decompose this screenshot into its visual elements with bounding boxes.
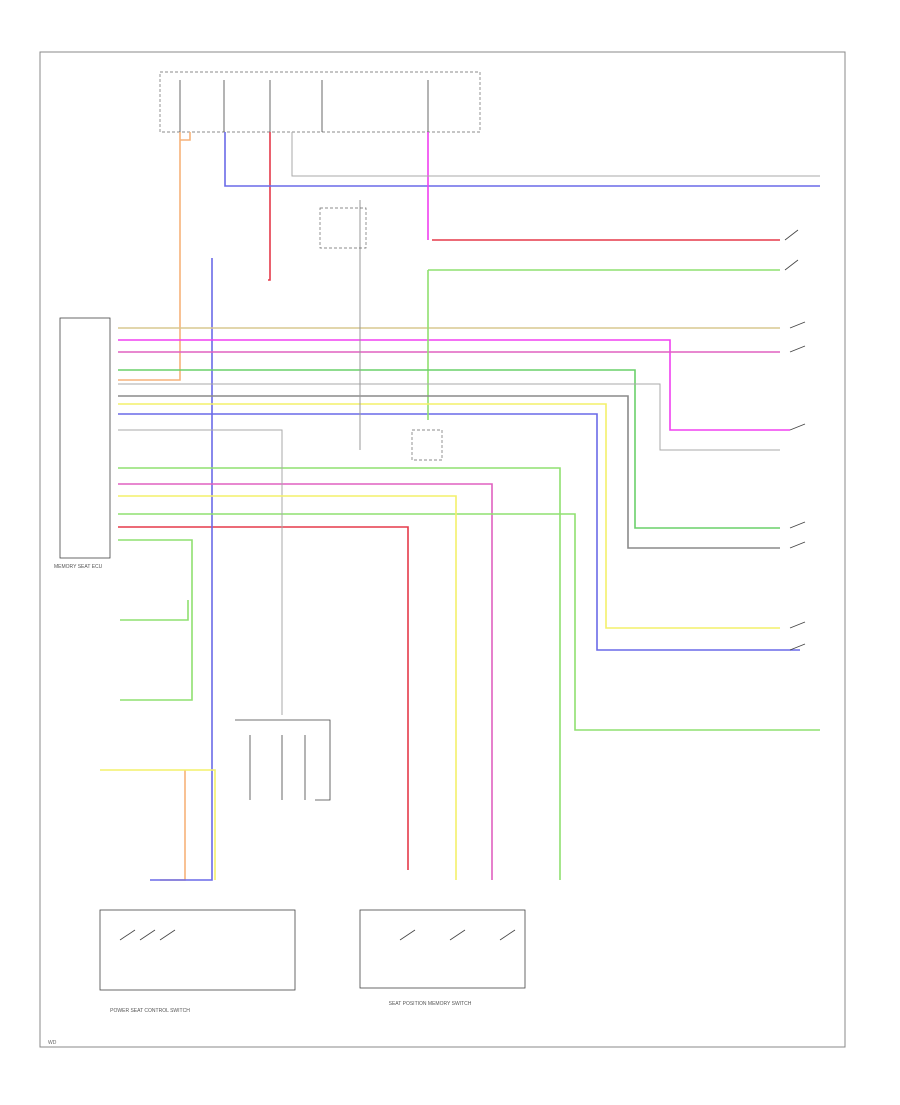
right-switches: [784, 229, 806, 651]
center-switch-bank: [235, 719, 331, 801]
diagram-frame: [39, 51, 846, 1048]
memory-switch-label: SEAT POSITION MEMORY SWITCH: [389, 1001, 472, 1007]
memory-seat-ecu: MEMORY SEAT ECU: [54, 317, 111, 570]
top-fuse-box: [159, 71, 481, 133]
power-seat-control-switch: POWER SEAT CONTROL SWITCH: [99, 909, 296, 1014]
seat-position-memory-switch: SEAT POSITION MEMORY SWITCH: [359, 909, 526, 1007]
wires: [100, 132, 820, 881]
footer-text: WD: [48, 1040, 57, 1046]
power-seat-switch-label: POWER SEAT CONTROL SWITCH: [110, 1008, 190, 1014]
center-relay: [319, 207, 443, 461]
ecu-label: MEMORY SEAT ECU: [54, 564, 103, 570]
